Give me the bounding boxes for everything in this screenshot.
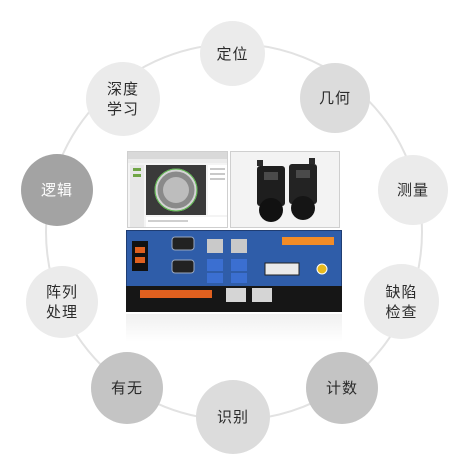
feature-label: 逻辑: [40, 181, 73, 199]
device-terminal-strip: [126, 286, 342, 312]
feature-node-quexian[interactable]: 缺陷 检查: [364, 264, 439, 339]
feature-label: 定位: [216, 44, 249, 63]
feature-label: 有无: [110, 379, 143, 397]
feature-node-youwu[interactable]: 有无: [91, 352, 163, 424]
feature-node-jihe[interactable]: 几何: [300, 63, 370, 133]
feature-label: 测量: [396, 181, 429, 199]
feature-label: 缺陷 检查: [385, 282, 418, 321]
feature-node-jishu[interactable]: 计数: [306, 352, 378, 424]
feature-label: 阵列 处理: [45, 283, 78, 321]
feature-node-shibie[interactable]: 识别: [196, 380, 270, 454]
feature-node-zhenlie[interactable]: 阵列 处理: [26, 266, 98, 338]
feature-label: 深度 学习: [106, 80, 139, 118]
software-screenshot: [127, 151, 228, 228]
feature-node-dingwei[interactable]: 定位: [200, 21, 265, 86]
feature-label: 几何: [318, 89, 351, 107]
feature-label: 识别: [216, 408, 249, 426]
device-reflection: [126, 314, 342, 342]
feature-label: 计数: [325, 379, 358, 397]
feature-node-shendu[interactable]: 深度 学习: [86, 62, 160, 136]
camera-photo: [230, 151, 340, 228]
feature-node-luoji[interactable]: 逻辑: [21, 154, 93, 226]
feature-node-celiang[interactable]: 测量: [378, 155, 448, 225]
